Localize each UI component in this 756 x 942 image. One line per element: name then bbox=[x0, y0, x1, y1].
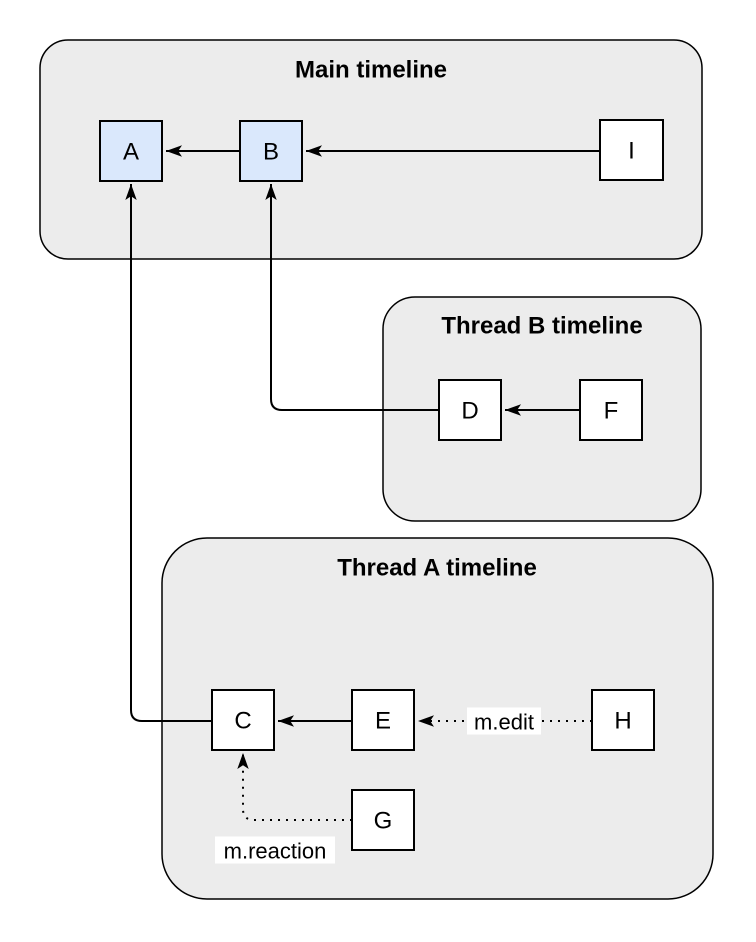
node-F-label: F bbox=[604, 398, 619, 425]
node-B-box bbox=[239, 120, 303, 182]
node-E-label: E bbox=[375, 708, 391, 735]
edge-h-to-e-label: m.edit bbox=[474, 710, 534, 735]
node-G-box bbox=[351, 789, 415, 851]
node-B-label: B bbox=[263, 139, 279, 166]
edge-labels-layer: m.edit m.reaction bbox=[215, 707, 541, 864]
node-C-box bbox=[211, 689, 275, 751]
main-timeline-title: Main timeline bbox=[295, 57, 447, 84]
node-A-box bbox=[99, 120, 163, 182]
node-H: H bbox=[591, 689, 655, 751]
node-D-label: D bbox=[461, 398, 478, 425]
thread-b-timeline-title: Thread B timeline bbox=[441, 313, 642, 340]
node-G-label: G bbox=[374, 808, 393, 835]
timeline-container-main-timeline: Main timeline bbox=[39, 39, 703, 260]
edge-h-to-e-label-group: m.edit bbox=[467, 707, 541, 735]
node-F-box bbox=[579, 379, 643, 441]
nodes-layer: A B I D F C E H G bbox=[99, 119, 664, 851]
node-A: A bbox=[99, 120, 163, 182]
node-E: E bbox=[351, 689, 415, 751]
node-C: C bbox=[211, 689, 275, 751]
node-A-label: A bbox=[123, 139, 139, 166]
node-C-label: C bbox=[234, 708, 251, 735]
node-I: I bbox=[599, 119, 664, 181]
main-timeline-box bbox=[39, 39, 703, 260]
edge-h-to-e-label-bg bbox=[467, 707, 541, 735]
node-I-box bbox=[599, 119, 664, 181]
edge-g-to-c-label: m.reaction bbox=[224, 839, 327, 864]
edge-g-to-c-label-bg bbox=[215, 836, 335, 864]
edge-g-to-c-label-group: m.reaction bbox=[215, 836, 335, 864]
edges-layer bbox=[125, 145, 600, 821]
thread-a-timeline-box bbox=[161, 537, 714, 900]
node-E-box bbox=[351, 689, 415, 751]
node-G: G bbox=[351, 789, 415, 851]
edge-d-to-b bbox=[265, 184, 439, 411]
node-B: B bbox=[239, 120, 303, 182]
node-H-box bbox=[591, 689, 655, 751]
node-F: F bbox=[579, 379, 643, 441]
node-I-label: I bbox=[628, 138, 635, 165]
thread-a-timeline-title: Thread A timeline bbox=[337, 555, 537, 582]
timeline-container-thread-a-timeline: Thread A timeline bbox=[161, 537, 714, 900]
edge-c-to-a bbox=[125, 184, 212, 722]
node-H-label: H bbox=[614, 708, 631, 735]
node-D: D bbox=[438, 379, 502, 441]
node-D-box bbox=[438, 379, 502, 441]
